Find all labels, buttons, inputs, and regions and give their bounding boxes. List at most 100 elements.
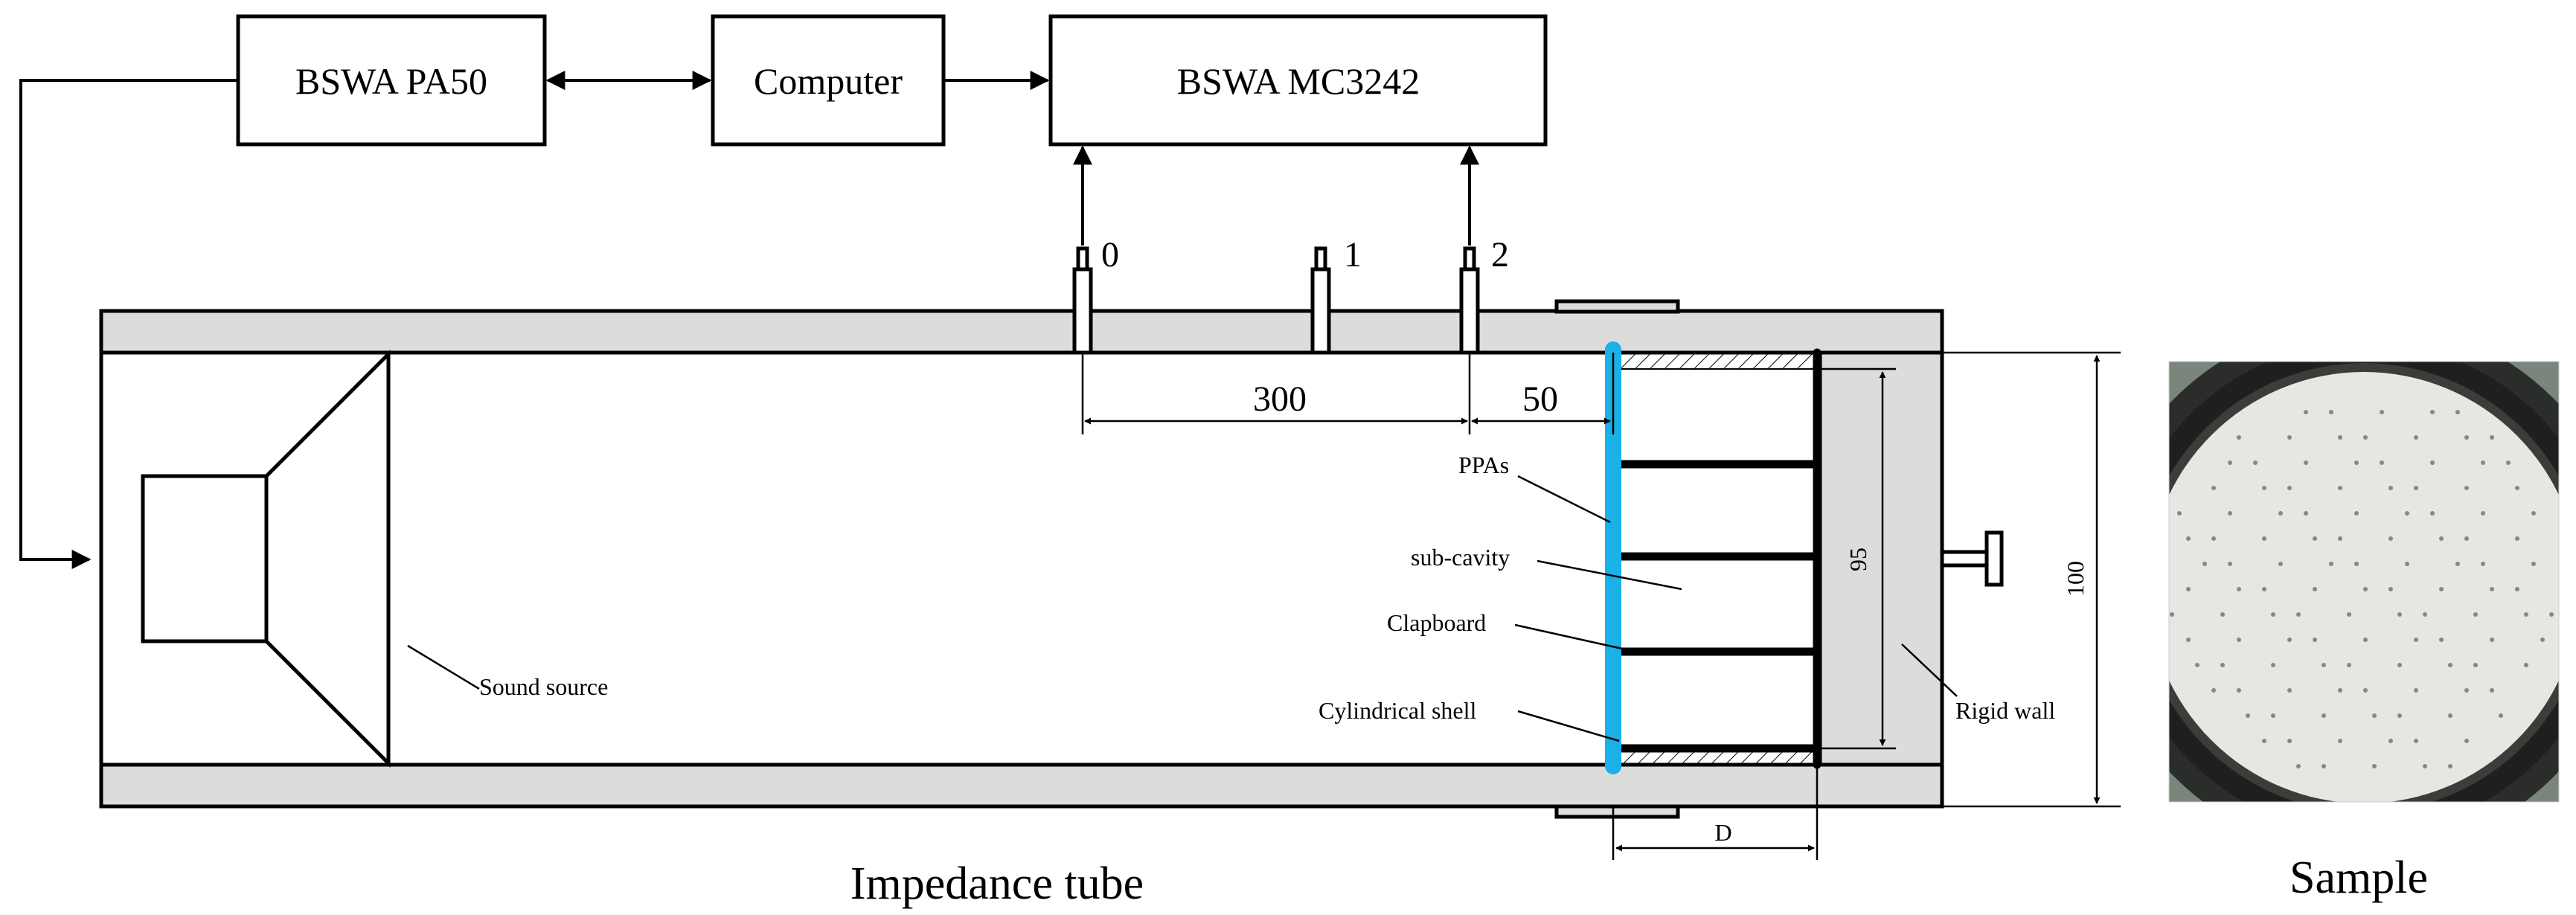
perforation-dot (2388, 536, 2393, 541)
microphone-2: 2 (1459, 235, 1509, 355)
perforation-dot (2186, 536, 2191, 541)
perforation-dot (2271, 713, 2275, 718)
caption-sample: Sample (2290, 853, 2428, 903)
computer-label: Computer (754, 60, 903, 102)
perforation-dot (2211, 486, 2216, 490)
perforation-dot (2490, 688, 2494, 693)
perforation-dot (2228, 460, 2232, 465)
perforation-dot (2287, 739, 2292, 743)
loudspeaker (141, 349, 391, 768)
perforation-dot (2473, 612, 2478, 617)
perforation-dot (2540, 638, 2545, 642)
perforation-dot (2464, 536, 2469, 541)
annotations: PPAs sub-cavity Clapboard Cylindrical sh… (407, 452, 2055, 742)
perforation-dot (2186, 587, 2191, 591)
perforation-dot (2515, 536, 2519, 541)
perforation-dot (2414, 486, 2418, 490)
tube-top-wall (99, 309, 1944, 355)
tube-bottom-wall (99, 762, 1944, 809)
rigid-wall-block (1818, 350, 1944, 767)
perforation-dot (2363, 638, 2368, 642)
perforation-dot (2481, 511, 2485, 516)
perforation-dot (2464, 739, 2469, 743)
mic-label-2: 2 (1491, 235, 1509, 274)
perforation-dot (2338, 486, 2342, 490)
caption-impedance-tube: Impedance tube (850, 858, 1144, 909)
perforation-dot (2464, 688, 2469, 693)
perforation-dot (2262, 587, 2266, 591)
perforation-dot (2347, 663, 2351, 667)
sample-perforations (2170, 410, 2554, 768)
perforation-dot (2448, 764, 2452, 768)
perforation-dot (2464, 435, 2469, 440)
perforation-dot (2388, 739, 2393, 743)
dim-label-d: D (1714, 819, 1731, 846)
perforation-dot (2304, 460, 2308, 465)
perforation-dot (2170, 612, 2174, 617)
mc3242-label: BSWA MC3242 (1177, 60, 1420, 102)
perforation-dot (2262, 739, 2266, 743)
perforation-dot (2338, 536, 2342, 541)
perforation-dot (2430, 410, 2435, 414)
perforation-dot (2338, 739, 2342, 743)
perforation-dot (2439, 536, 2444, 541)
perforation-dot (2423, 764, 2427, 768)
mic-label-1: 1 (1344, 235, 1362, 274)
perforation-dot (2439, 638, 2444, 642)
perforation-dot (2253, 460, 2258, 465)
perforation-dot (2423, 612, 2427, 617)
sample-photo-frame (2168, 361, 2560, 803)
perforation-dot (2211, 536, 2216, 541)
perforation-dot (2304, 410, 2308, 414)
perforation-dot (2313, 638, 2317, 642)
perforation-dot (2405, 511, 2409, 516)
perforation-dot (2430, 511, 2435, 516)
perforation-dot (2202, 562, 2207, 566)
perforation-dot (2515, 587, 2519, 591)
perforation-dot (2455, 562, 2460, 566)
perforation-dot (2354, 460, 2359, 465)
perforation-dot (2177, 511, 2182, 516)
perforation-dot (2237, 435, 2241, 440)
perforation-dot (2397, 663, 2402, 667)
perforation-dot (2481, 460, 2485, 465)
perforation-dot (2448, 713, 2452, 718)
perforation-dot (2506, 460, 2511, 465)
perforation-dot (2262, 486, 2266, 490)
perforation-dot (2397, 713, 2402, 718)
perforation-dot (2405, 562, 2409, 566)
dim-label-95: 95 (1845, 548, 1871, 571)
perforation-dot (2397, 612, 2402, 617)
perforation-dot (2287, 486, 2292, 490)
perforation-dot (2347, 612, 2351, 617)
perforation-dot (2287, 688, 2292, 693)
perforation-dot (2363, 587, 2368, 591)
pa50-box: BSWA PA50 (236, 14, 547, 147)
perforation-dot (2186, 638, 2191, 642)
perforation-dot (2448, 663, 2452, 667)
perforation-dot (2490, 587, 2494, 591)
top-clamp (1554, 299, 1680, 314)
bottom-clamp (1554, 804, 1680, 819)
perforation-dot (2304, 511, 2308, 516)
perforation-dot (2237, 688, 2241, 693)
perforation-dot (2524, 612, 2528, 617)
perforation-dot (2372, 764, 2377, 768)
perforation-dot (2481, 562, 2485, 566)
perforation-dot (2228, 511, 2232, 516)
perforation-dot (2363, 435, 2368, 440)
perforation-dot (2473, 663, 2478, 667)
perforation-dot (2531, 511, 2536, 516)
perforation-dot (2490, 638, 2494, 642)
perforation-dot (2380, 460, 2384, 465)
perforation-dot (2246, 713, 2250, 718)
dim-label-100: 100 (2062, 561, 2089, 597)
microphone-0: 0 (1072, 235, 1119, 355)
pa50-source-wire (19, 79, 238, 569)
perforation-dot (2531, 562, 2536, 566)
perforation-dot (2455, 410, 2460, 414)
perforation-dot (2262, 536, 2266, 541)
perforation-dot (2220, 612, 2225, 617)
rigid-wall-handle (1940, 530, 2004, 587)
